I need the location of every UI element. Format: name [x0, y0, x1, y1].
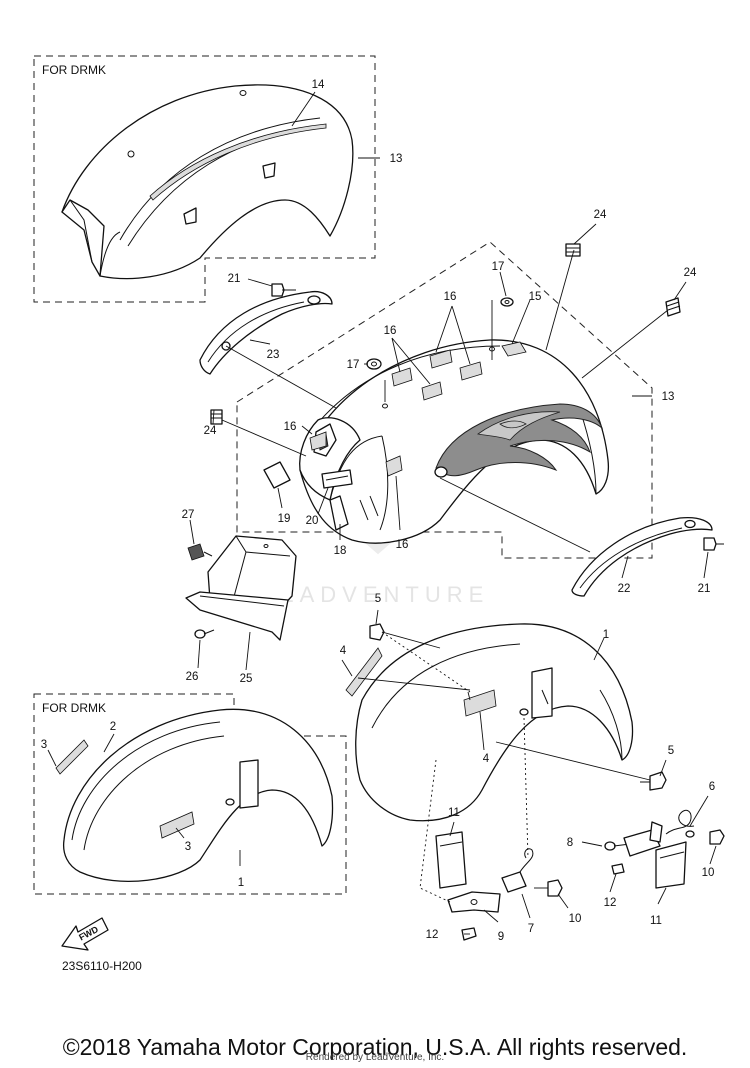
callout-1: 1: [603, 629, 609, 641]
rendered-by-notice: Rendered by LeadVenture, Inc.: [305, 1052, 445, 1063]
callout-5: 5: [375, 593, 381, 605]
drmk-rear-fender[interactable]: [61, 84, 354, 280]
callout-5: 5: [668, 745, 674, 757]
decal-16-d[interactable]: [459, 361, 483, 381]
callout-15: 15: [529, 291, 542, 303]
flame-graphic[interactable]: [434, 403, 604, 478]
frame-label-top: FOR DRMK: [42, 63, 106, 77]
callout-3: 3: [41, 739, 47, 751]
callout-22: 22: [618, 583, 631, 595]
front-fender[interactable]: [355, 623, 634, 822]
reflector-11-right[interactable]: [655, 841, 687, 889]
callout-18: 18: [334, 545, 347, 557]
callout-16: 16: [444, 291, 457, 303]
callout-13: 13: [390, 153, 403, 165]
callout-19: 19: [278, 513, 291, 525]
bracket-9[interactable]: [447, 891, 501, 913]
wire-6[interactable]: [665, 809, 695, 838]
drmk-rear-fender-frame: FOR DRMK: [33, 55, 376, 303]
fender-decal-15[interactable]: [501, 341, 527, 357]
callout-27: 27: [182, 509, 195, 521]
callout-25: 25: [240, 673, 253, 685]
nut-10[interactable]: [547, 829, 725, 897]
callout-11: 11: [448, 807, 460, 819]
decal-16-a[interactable]: [391, 367, 413, 387]
plate-20[interactable]: [321, 469, 353, 489]
reflector-11-left[interactable]: [435, 831, 467, 889]
fender-rail-right[interactable]: [571, 516, 713, 597]
callout-24: 24: [594, 209, 607, 221]
callout-6: 6: [709, 781, 715, 793]
callout-4: 4: [340, 645, 347, 657]
frame-label-bottom: FOR DRMK: [42, 701, 106, 715]
leader-lines: [47, 91, 717, 935]
callout-11: 11: [650, 915, 662, 927]
callout-21: 21: [228, 273, 241, 285]
callout-7: 7: [528, 923, 534, 935]
callout-2: 2: [110, 721, 116, 733]
watermark-text: LEADVENTURE: [261, 582, 490, 607]
callout-3: 3: [185, 841, 191, 853]
tail-cover[interactable]: [185, 535, 297, 641]
callout-24: 24: [204, 425, 217, 437]
callout-26: 26: [186, 671, 199, 683]
screw-26[interactable]: [194, 629, 215, 639]
callout-21: 21: [698, 583, 711, 595]
bolt-5[interactable]: [369, 623, 667, 791]
decal-16-b[interactable]: [421, 381, 443, 401]
callout-12: 12: [604, 897, 617, 909]
callout-14: 14: [312, 79, 325, 91]
decal-16-e[interactable]: [385, 455, 403, 477]
front-fender-decal-4[interactable]: [345, 647, 497, 717]
callout-9: 9: [498, 931, 504, 943]
callout-23: 23: [267, 349, 280, 361]
bracket-right[interactable]: [623, 821, 663, 857]
callout-12: 12: [426, 929, 439, 941]
bolt-21[interactable]: [271, 283, 724, 551]
callout-17: 17: [347, 359, 360, 371]
fender-rail-left[interactable]: [199, 290, 333, 375]
callout-1: 1: [238, 877, 244, 889]
callout-24: 24: [684, 267, 697, 279]
drmk-front-decal-3[interactable]: [55, 739, 195, 839]
drmk-fender-stripe[interactable]: [149, 123, 327, 201]
harness-7[interactable]: [501, 848, 534, 893]
callout-13: 13: [662, 391, 675, 403]
protector-19[interactable]: [263, 461, 291, 489]
callout-4: 4: [483, 753, 490, 765]
rear-fender-assembly-region: [236, 241, 653, 559]
drawing-code: 23S6110-H200: [62, 959, 142, 973]
drmk-front-fender[interactable]: [62, 708, 334, 882]
callout-17: 17: [492, 261, 505, 273]
callout-16: 16: [384, 325, 397, 337]
callout-20: 20: [306, 515, 319, 527]
fwd-arrow-icon: FWD: [61, 917, 109, 951]
drmk-front-fender-frame: FOR DRMK: [33, 693, 347, 895]
bolt-8[interactable]: [604, 841, 631, 851]
callout-10: 10: [569, 913, 582, 925]
decal-set[interactable]: [309, 349, 483, 477]
callout-10: 10: [702, 867, 715, 879]
callout-16: 16: [396, 539, 409, 551]
decal-16-f[interactable]: [309, 431, 327, 451]
callout-numbers: 14 13 24 24 24 21 21 17 17 16 16 16 16 1…: [41, 79, 715, 943]
callout-8: 8: [567, 837, 573, 849]
bumper-24[interactable]: [210, 243, 681, 425]
copyright-notice: ©2018 Yamaha Motor Corporation, U.S.A. A…: [62, 1034, 688, 1060]
callout-16: 16: [284, 421, 297, 433]
decal-16-c[interactable]: [429, 349, 453, 369]
clip-27[interactable]: [187, 543, 213, 561]
pad-18[interactable]: [329, 495, 349, 531]
